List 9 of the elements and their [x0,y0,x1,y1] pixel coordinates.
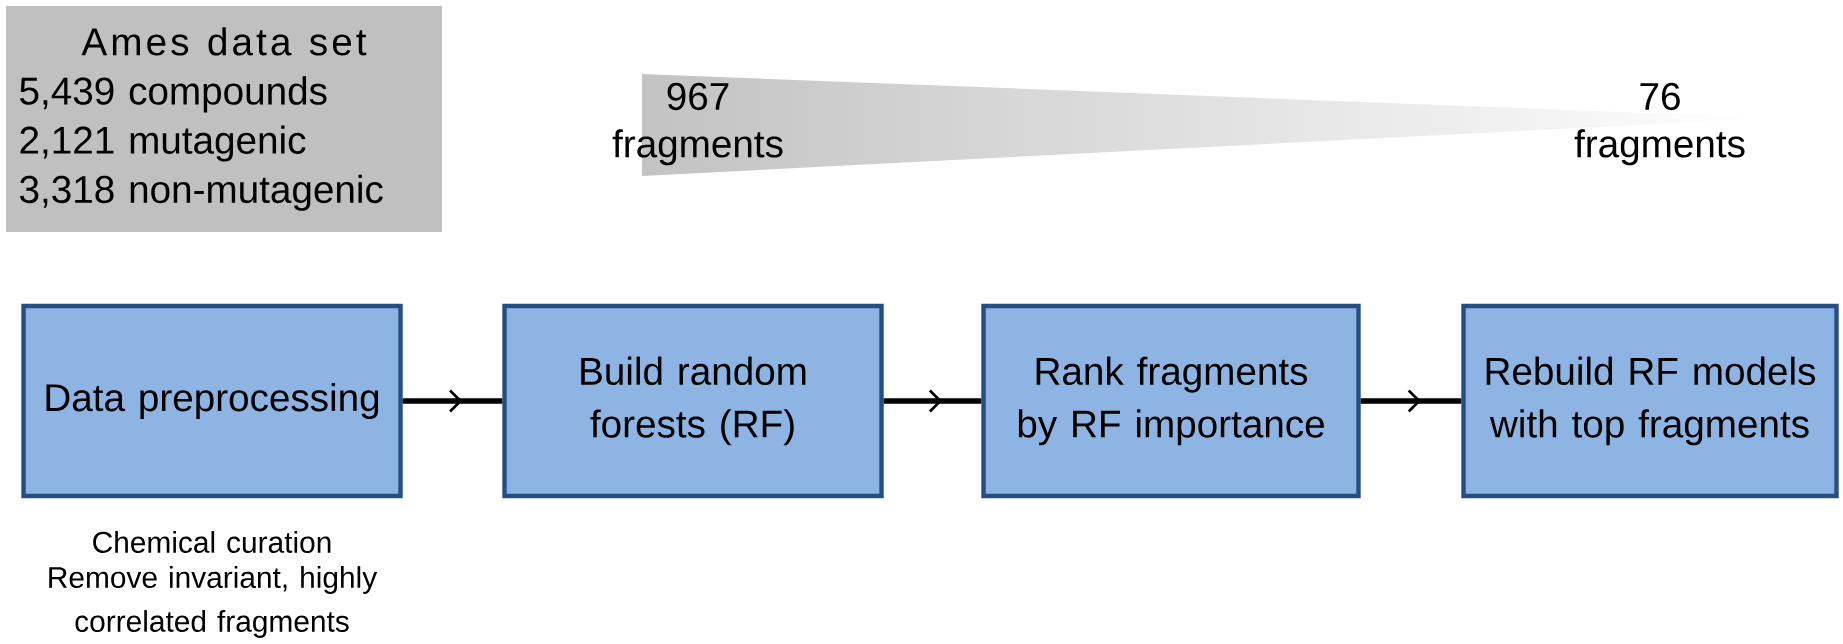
process-box: Data preprocessing [21,303,403,499]
process-box: Rebuild RF models with top fragments [1461,303,1839,499]
count-label: 967 fragments [612,82,783,166]
process-box: Rank fragments by RF importance [981,303,1361,499]
dataset-box: Ames data set 5,439 compounds 2,121 mutagenic 3,318 non-mutagenic [6,6,442,232]
caption-text: Remove invariant, highly correlated fragments [49,566,378,638]
count-label: 76 fragments [1574,82,1745,166]
caption-text: Chemical curation [93,531,331,553]
process-box: Build random forests (RF) [502,303,884,499]
